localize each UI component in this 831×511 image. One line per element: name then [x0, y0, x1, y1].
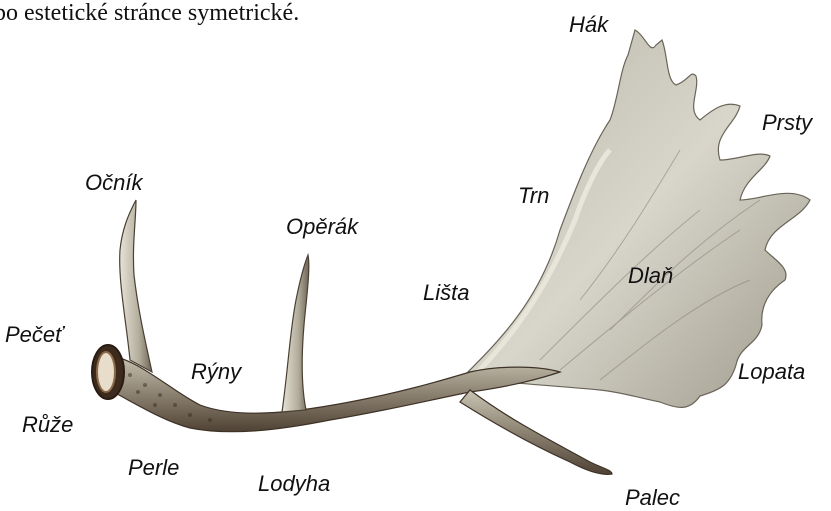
label-prsty: Prsty	[762, 110, 812, 136]
label-pecet: Pečeť	[5, 322, 63, 348]
label-operak: Opěrák	[286, 214, 358, 240]
label-lopata: Lopata	[738, 359, 805, 385]
label-ocnik: Očník	[85, 170, 142, 196]
label-palec: Palec	[625, 485, 680, 511]
ocnik-tine	[120, 200, 152, 372]
label-dlan: Dlaň	[628, 263, 673, 289]
label-perle: Perle	[128, 455, 179, 481]
label-ryny: Rýny	[191, 359, 241, 385]
seal-shape	[97, 352, 115, 392]
label-lista: Lišta	[423, 280, 469, 306]
label-hak: Hák	[569, 12, 608, 38]
label-trn: Trn	[518, 183, 549, 209]
label-ruze: Růže	[22, 412, 73, 438]
label-lodyha: Lodyha	[258, 471, 330, 497]
palec-tine	[460, 390, 612, 474]
palm-shape	[462, 30, 810, 407]
operak-tine	[282, 255, 309, 412]
